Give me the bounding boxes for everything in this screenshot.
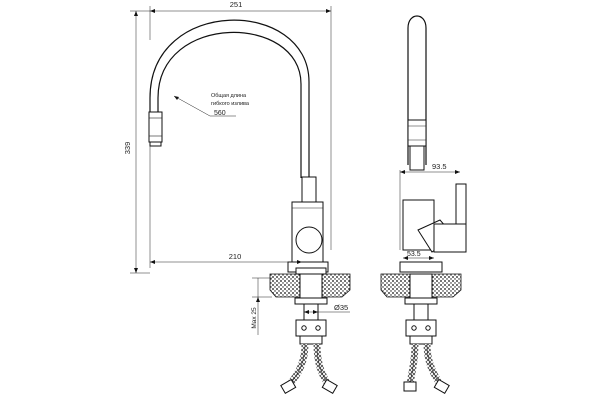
dimension-mount: Max 25 Ø35 bbox=[251, 277, 350, 335]
dimension-210-label: 210 bbox=[229, 252, 242, 261]
faucet-body bbox=[287, 176, 329, 273]
max-thickness-label: Max 25 bbox=[251, 307, 258, 329]
dimension-height-total: 339 bbox=[123, 10, 150, 274]
side-lever-handle bbox=[455, 183, 467, 225]
mounting-nut-and-hoses bbox=[280, 319, 338, 395]
dimension-53-5-label: 53.5 bbox=[407, 251, 421, 258]
dimension-251-label: 251 bbox=[230, 0, 243, 9]
dimension-339-label: 339 bbox=[123, 142, 132, 155]
dimension-width-top: 251 bbox=[149, 0, 332, 250]
front-view: 251 339 Общая длина гибкого излива 560 bbox=[123, 0, 351, 395]
hole-diameter-label: Ø35 bbox=[334, 303, 348, 312]
spout bbox=[148, 19, 310, 178]
side-body bbox=[399, 183, 467, 273]
cartridge-knob bbox=[295, 226, 323, 254]
dimension-53-5: 53.5 bbox=[403, 251, 434, 260]
side-view: 93.5 53.5 bbox=[380, 15, 467, 395]
hose-length-label: 560 bbox=[214, 110, 226, 117]
dimension-reach: 210 bbox=[149, 145, 302, 268]
side-nut-and-hoses bbox=[403, 319, 450, 395]
spray-head bbox=[148, 111, 163, 143]
hose-length-callout: Общая длина гибкого излива 560 bbox=[173, 93, 250, 117]
dimension-93-5: 93.5 bbox=[399, 162, 460, 250]
hose-note-line1: Общая длина bbox=[211, 93, 247, 99]
countertop-section bbox=[269, 267, 351, 321]
side-countertop-section bbox=[380, 273, 462, 321]
side-spout bbox=[407, 15, 427, 171]
hose-note-line2: гибкого излива bbox=[211, 101, 250, 107]
lever-handle bbox=[301, 176, 317, 204]
dimension-93-5-label: 93.5 bbox=[432, 162, 447, 171]
